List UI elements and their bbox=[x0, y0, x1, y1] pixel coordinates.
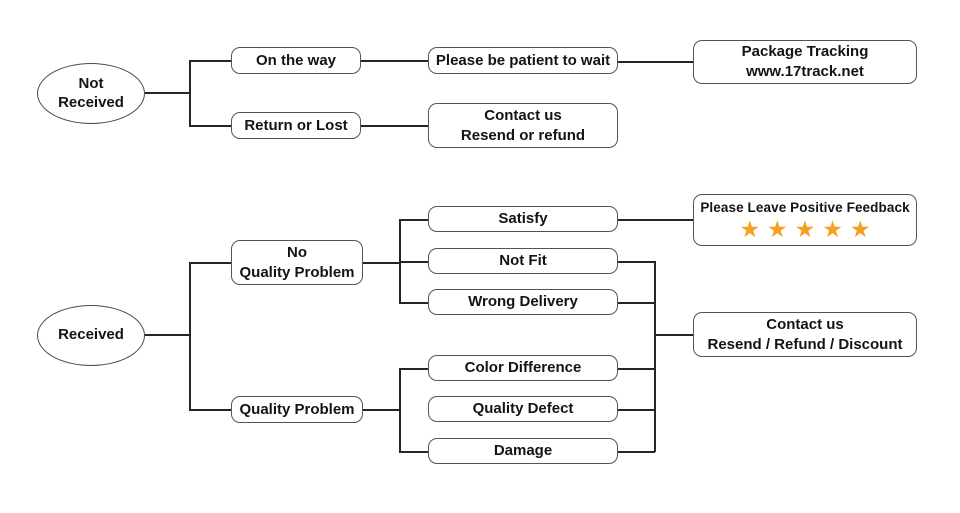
connector-line bbox=[618, 368, 655, 370]
connector-line bbox=[618, 261, 655, 263]
node-label: Quality Problem bbox=[239, 263, 355, 281]
node-label: Not Fit bbox=[499, 252, 547, 270]
connector-line bbox=[399, 219, 428, 221]
node-package-tracking: Package Tracking www.17track.net bbox=[693, 40, 917, 84]
node-label: Quality Problem bbox=[239, 400, 355, 418]
node-label: Received bbox=[58, 326, 124, 344]
connector-line bbox=[189, 60, 231, 62]
node-label: Satisfy bbox=[498, 210, 548, 228]
connector-line bbox=[363, 262, 400, 264]
node-quality-problem: Quality Problem bbox=[231, 396, 363, 423]
connector-line bbox=[618, 219, 693, 221]
connector-line bbox=[189, 409, 231, 411]
node-label: Wrong Delivery bbox=[468, 293, 578, 311]
node-return-or-lost: Return or Lost bbox=[231, 112, 361, 139]
connector-line bbox=[399, 302, 428, 304]
connector-line bbox=[363, 409, 400, 411]
connector-line bbox=[399, 368, 401, 452]
connector-line bbox=[361, 60, 428, 62]
node-positive-feedback: Please Leave Positive Feedback ★★★★★ bbox=[693, 194, 917, 246]
node-label: Damage bbox=[493, 442, 553, 460]
node-label: Quality Defect bbox=[472, 400, 574, 418]
node-label: Package Tracking bbox=[741, 43, 869, 61]
connector-line bbox=[399, 368, 428, 370]
connector-line bbox=[189, 262, 231, 264]
node-please-be-patient: Please be patient to wait bbox=[428, 47, 618, 74]
node-label: Not bbox=[78, 74, 104, 92]
connector-line bbox=[399, 261, 428, 263]
node-damage: Damage bbox=[428, 438, 618, 464]
node-label: On the way bbox=[255, 51, 337, 69]
node-label: www.17track.net bbox=[746, 63, 864, 80]
connector-line bbox=[618, 61, 693, 63]
node-label: Resend or refund bbox=[460, 126, 586, 144]
connector-line bbox=[618, 409, 655, 411]
five-star-rating-icon: ★★★★★ bbox=[739, 216, 878, 243]
node-color-difference: Color Difference bbox=[428, 355, 618, 381]
node-label: Contact us bbox=[766, 315, 844, 333]
node-label: No bbox=[287, 243, 307, 261]
node-not-fit: Not Fit bbox=[428, 248, 618, 274]
node-label: Received bbox=[58, 93, 124, 111]
node-wrong-delivery: Wrong Delivery bbox=[428, 289, 618, 315]
connector-line bbox=[654, 334, 693, 336]
connector-line bbox=[399, 451, 428, 453]
connector-line bbox=[361, 125, 428, 127]
node-label: Please Leave Positive Feedback bbox=[700, 199, 910, 215]
node-quality-defect: Quality Defect bbox=[428, 396, 618, 422]
node-no-quality-problem: No Quality Problem bbox=[231, 240, 363, 285]
node-label: Return or Lost bbox=[244, 116, 348, 134]
connector-line bbox=[189, 60, 191, 126]
connector-line bbox=[145, 92, 190, 94]
node-label: Contact us bbox=[484, 106, 562, 124]
node-label: Please be patient to wait bbox=[435, 51, 611, 69]
node-contact-resend-refund-discount: Contact us Resend / Refund / Discount bbox=[693, 312, 917, 357]
node-label: Color Difference bbox=[464, 359, 582, 377]
node-not-received: Not Received bbox=[37, 63, 145, 124]
connector-line bbox=[618, 302, 655, 304]
node-satisfy: Satisfy bbox=[428, 206, 618, 232]
node-contact-resend-refund: Contact us Resend or refund bbox=[428, 103, 618, 148]
connector-line bbox=[618, 451, 655, 453]
connector-line bbox=[189, 125, 231, 127]
node-received: Received bbox=[37, 305, 145, 366]
node-on-the-way: On the way bbox=[231, 47, 361, 74]
connector-line bbox=[189, 262, 191, 410]
connector-line bbox=[654, 261, 656, 452]
node-label: Resend / Refund / Discount bbox=[707, 335, 903, 353]
connector-line bbox=[145, 334, 190, 336]
